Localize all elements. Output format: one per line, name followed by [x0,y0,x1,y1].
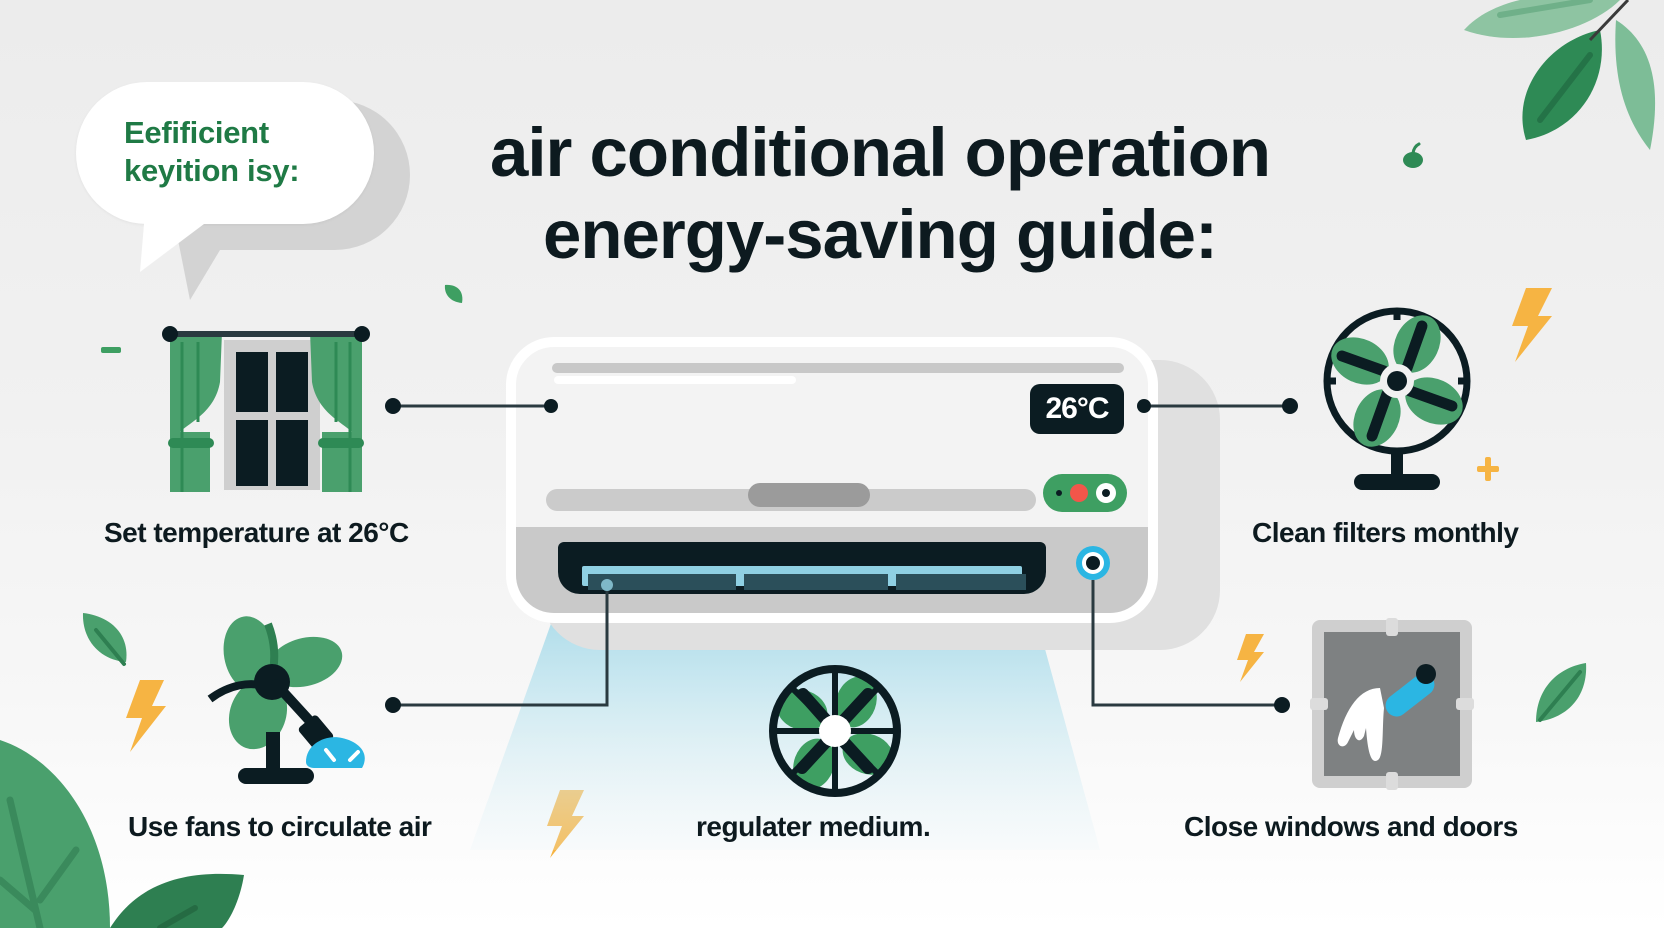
status-indicator-panel [1043,474,1127,512]
leaf-cluster-bottom-left-icon [0,740,244,928]
desk-fan-icon [1323,307,1471,490]
title-line-1: air conditional operation [489,114,1271,191]
sparkle-plus-icon [1477,457,1499,481]
tip-label-fans: Use fans to circulate air [128,811,432,842]
tip-label-temperature: Set temperature at 26°C [104,517,409,548]
temperature-display: 26°C [1030,384,1124,434]
fan-with-plug-icon [207,616,365,784]
tip-label-filters: Clean filters monthly [1252,517,1519,548]
speech-bubble-line-1: Eefificient [124,115,269,150]
window-cleaning-icon [1310,618,1474,790]
decorative-dash [101,347,121,353]
leaf-cluster-top-right-icon [1464,0,1656,150]
floating-leaf-icon [444,284,463,303]
window-curtains-icon [162,326,370,492]
speech-bubble-line-2: keyition isy: [124,153,300,188]
ac-top-highlight [554,376,796,384]
ac-top-grille [552,363,1124,373]
lightning-bolt-icon [126,680,166,752]
tip-label-regulate: regulater medium. [696,811,931,842]
ac-sensor-button[interactable] [1076,546,1110,580]
lightning-bolt-icon [1237,634,1264,682]
title-line-2: energy-saving guide: [543,196,1218,273]
speech-bubble-text: Eefificient keyition isy: [124,114,364,190]
red-indicator-light [1070,484,1088,502]
leaf-right-icon [1536,663,1587,722]
ac-front-handle [748,483,870,507]
page-title: air conditional operation energy-saving … [380,112,1380,276]
tip-label-close: Close windows and doors [1184,811,1518,842]
ventilation-fan-icon [769,665,901,797]
leaf-left-icon [82,613,127,666]
ac-air-vent [558,542,1046,594]
speech-bubble-tail [140,200,236,272]
small-leaf-icon [1403,142,1423,168]
lightning-bolt-icon [1512,288,1552,362]
power-indicator [1096,483,1116,503]
